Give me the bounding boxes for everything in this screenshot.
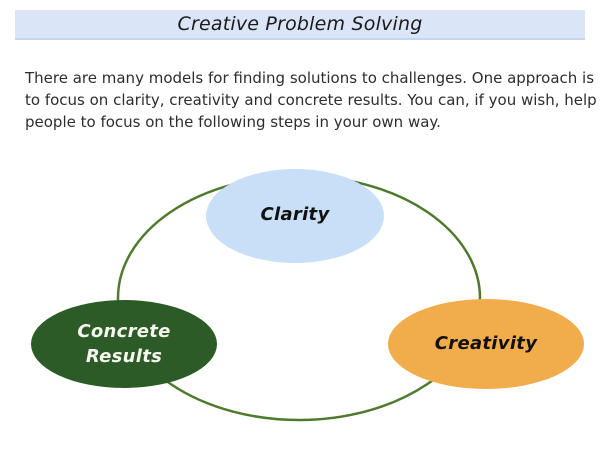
page-title: Creative Problem Solving xyxy=(177,13,423,35)
concrete-results-ellipse xyxy=(31,300,217,388)
clarity-ellipse xyxy=(206,169,384,263)
creativity-label: Creativity xyxy=(434,333,538,354)
creativity-ellipse xyxy=(388,299,584,389)
intro-line-3: people to focus on the following steps i… xyxy=(25,113,441,131)
title-bar: Creative Problem Solving xyxy=(15,10,585,40)
intro-line-1: There are many models for finding soluti… xyxy=(25,69,595,87)
clarity-label: Clarity xyxy=(260,204,330,225)
intro-line-2: to focus on clarity, creativity and conc… xyxy=(25,91,597,109)
concrete-results-label: Concrete Results xyxy=(77,321,171,367)
intro-paragraph: There are many models for finding soluti… xyxy=(25,67,597,133)
